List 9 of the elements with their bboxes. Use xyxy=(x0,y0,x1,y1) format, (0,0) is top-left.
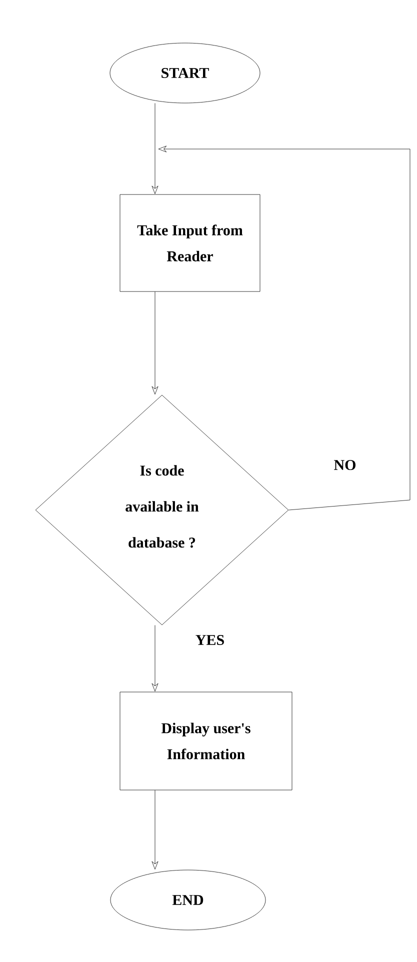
arrow xyxy=(152,292,158,394)
arrow xyxy=(152,103,158,194)
arrow xyxy=(152,790,158,870)
process-box: Take Input from Reader xyxy=(120,194,260,292)
arrow xyxy=(158,146,410,510)
process-box: Display user's Information xyxy=(120,692,292,790)
arrow xyxy=(152,625,158,692)
edge-label: YES xyxy=(194,634,226,646)
edge-label: NO xyxy=(332,458,358,472)
